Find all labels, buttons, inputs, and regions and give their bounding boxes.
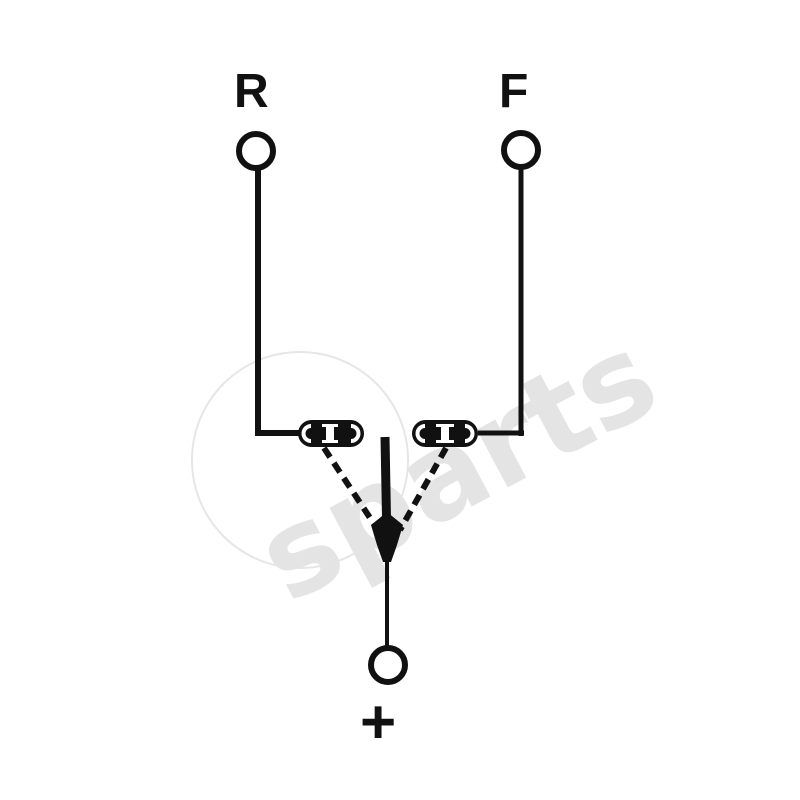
terminal-f-circle-icon: [501, 130, 541, 170]
terminal-plus: [368, 645, 408, 685]
watermark-circle-icon: [191, 351, 409, 569]
terminal-r-circle-icon: [236, 131, 276, 171]
switch-lever: [321, 436, 449, 648]
switch-position-f-dashed: [397, 446, 449, 532]
terminal-f: [478, 130, 541, 436]
contact-right: [412, 420, 478, 447]
terminal-r: [236, 131, 305, 436]
watermark-text: sparts: [237, 307, 679, 630]
pivot-arrow-icon: [371, 512, 403, 562]
terminal-label-r: R: [234, 65, 269, 118]
switch-position-r-dashed: [321, 446, 381, 532]
terminal-label-f: F: [499, 65, 529, 118]
terminal-plus-circle-icon: [368, 645, 408, 685]
contact-left: [298, 420, 364, 447]
terminal-label-plus: +: [360, 688, 397, 757]
